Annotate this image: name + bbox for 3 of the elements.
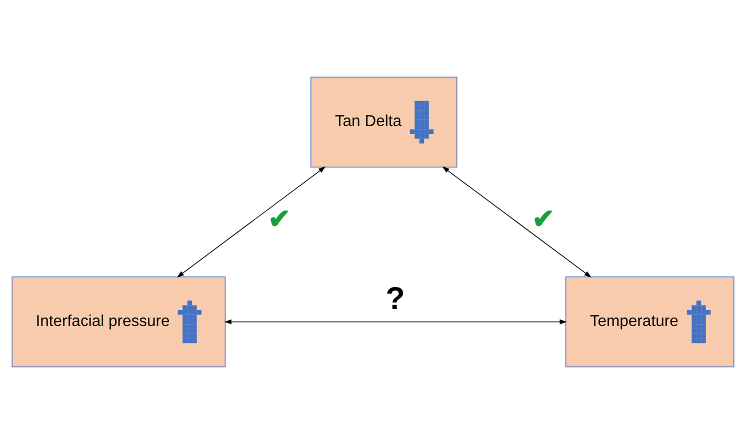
edge-label: ✔ — [532, 204, 556, 234]
edge-label: ? — [386, 280, 405, 316]
edge-label: ✔ — [268, 204, 291, 234]
